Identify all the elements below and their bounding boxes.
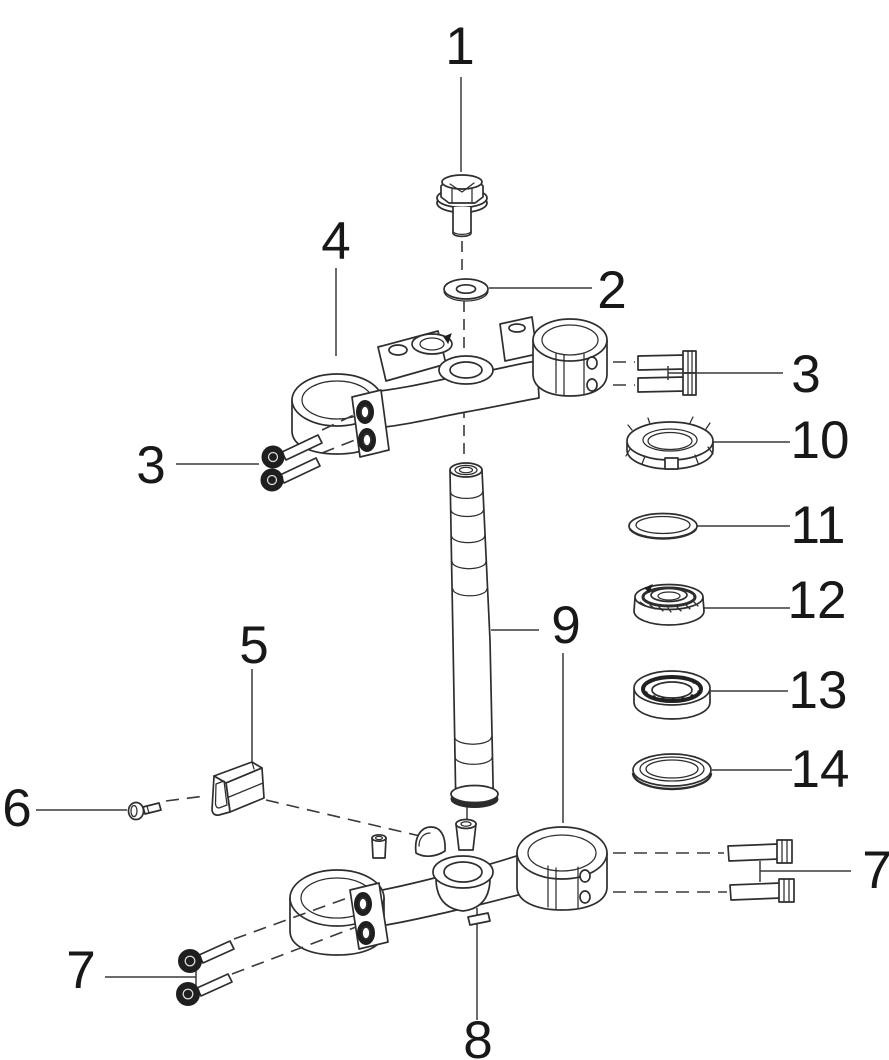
callout-13: 13 [789,661,848,720]
part-flange-bolt [436,77,488,238]
part-upper-triple-clamp [291,268,608,458]
callout-labels: 1 2 4 3 3 9 10 11 12 13 14 5 6 7 7 8 [2,17,889,1060]
part-seal-washer [628,512,790,540]
part-dust-seal [631,753,792,791]
part-upper-pinch-bolts-right [613,350,783,396]
part-lower-pinch-bolts-left [105,896,357,1006]
part-upper-pinch-bolts-left [176,413,361,492]
part-guide-bracket [165,669,421,837]
part-tapered-roller-bearing [633,583,790,626]
callout-12: 12 [788,571,847,630]
assembly-centerline [461,241,468,821]
part-ball-bearing [633,670,788,720]
callout-7-right: 7 [862,841,889,900]
callout-6: 6 [2,779,31,838]
part-lower-triple-clamp [289,818,608,1020]
callout-10: 10 [791,411,850,470]
callout-7-left: 7 [66,941,95,1000]
part-ring-nut [625,416,790,470]
callout-3-left: 3 [136,436,165,495]
callout-5: 5 [239,616,268,675]
callout-1: 1 [445,17,474,76]
part-lower-pinch-bolts-right [613,839,851,903]
callout-11: 11 [790,496,845,555]
part-bracket-screw [36,801,162,821]
callout-2: 2 [597,261,626,320]
callout-8: 8 [463,1011,492,1060]
part-washer [443,278,592,302]
part-steering-stem [449,462,564,823]
callout-4: 4 [321,212,350,271]
callout-14: 14 [791,740,850,799]
callout-3-right: 3 [791,345,820,404]
callout-9: 9 [551,596,580,655]
